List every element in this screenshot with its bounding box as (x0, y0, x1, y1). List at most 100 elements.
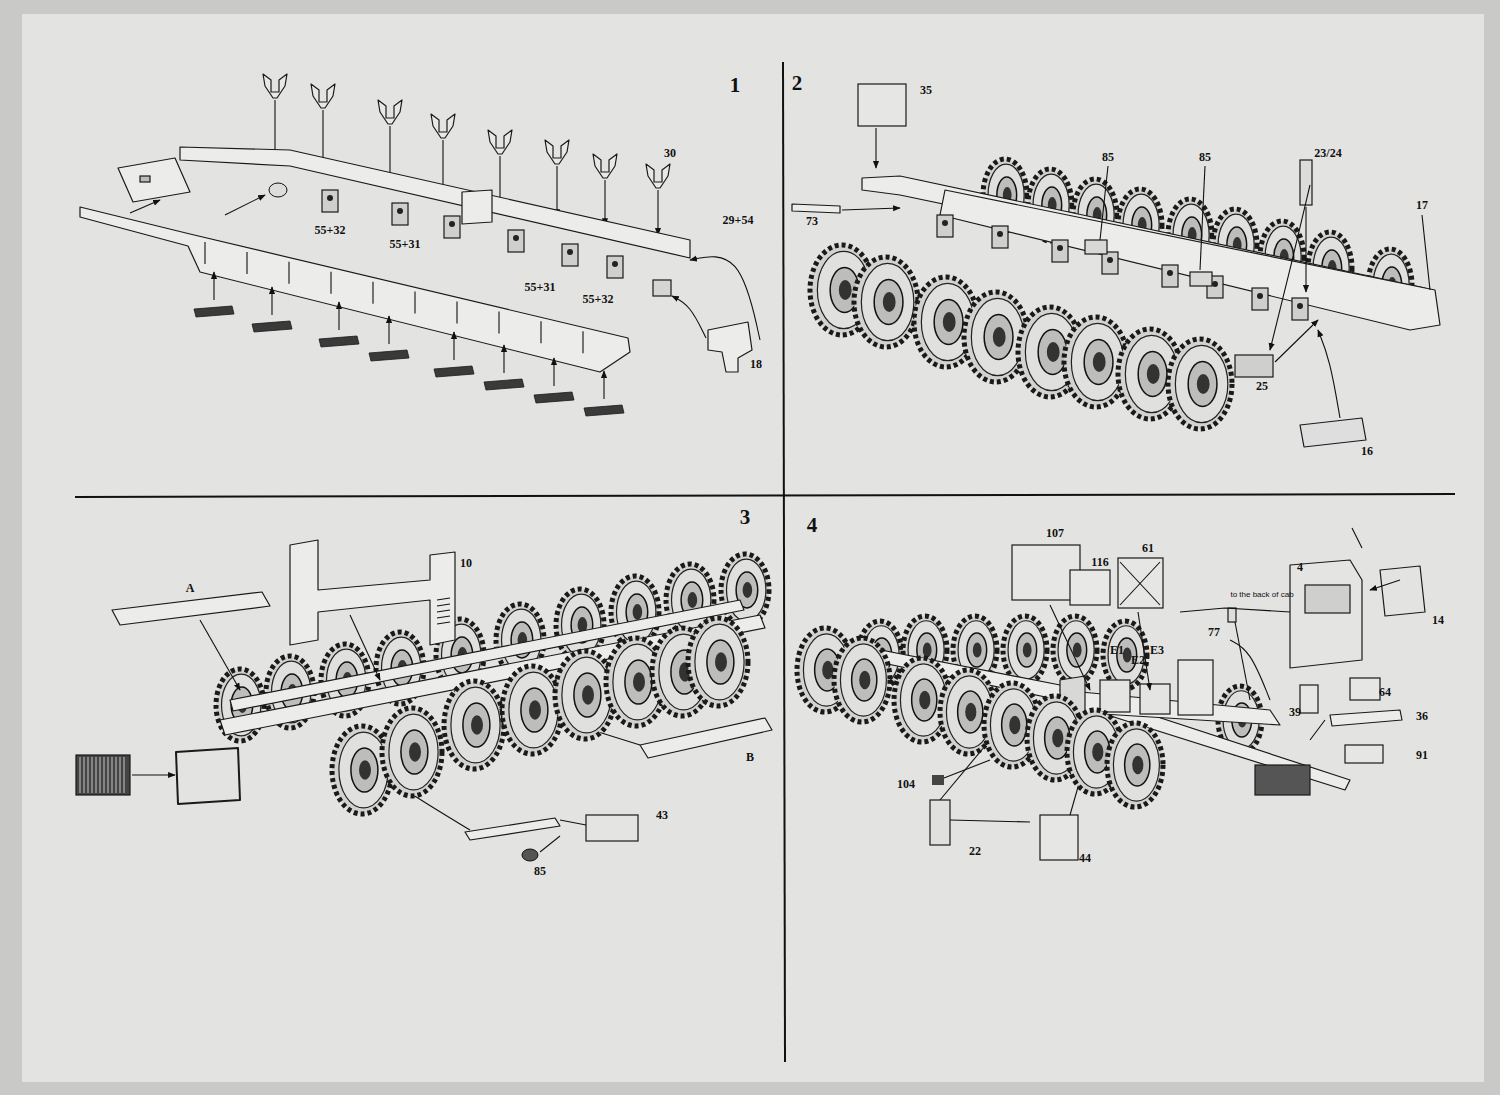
assembly-arrow (388, 316, 389, 344)
assembly-arrow (553, 358, 554, 386)
drawing (76, 74, 1440, 861)
tire-wall (1008, 621, 1044, 679)
assembly-arrow (1138, 612, 1150, 690)
callout-number: 29+54 (723, 214, 754, 226)
tire (1003, 616, 1047, 684)
tire (854, 257, 918, 347)
grille-line (437, 616, 450, 618)
rail-rib (540, 321, 541, 343)
bolt (1167, 270, 1173, 276)
tire-tread (688, 618, 748, 706)
wheel-hub (521, 688, 548, 732)
grille-part (76, 755, 130, 795)
hub-cap (1052, 729, 1063, 747)
equipment-box (1070, 570, 1110, 605)
callout-number: 23/24 (1314, 147, 1341, 159)
hub-cap (359, 760, 371, 779)
tire-wall (562, 657, 611, 733)
seat-part (1300, 685, 1318, 713)
tire-wall (1108, 626, 1144, 684)
suspension-unit (1102, 252, 1118, 274)
chassis-rail (80, 207, 630, 372)
assembly-arrow (132, 774, 175, 775)
hub-cap (743, 582, 753, 598)
callout-number: 55+31 (390, 238, 421, 250)
bolt (1212, 281, 1218, 287)
deck-plate-a (112, 592, 270, 625)
wheel-hub (401, 730, 428, 774)
spring-bracket (392, 203, 408, 225)
hub-cap (965, 703, 976, 721)
hub-cap (993, 327, 1006, 347)
tire (1107, 723, 1163, 807)
suspension-unit (1252, 288, 1268, 310)
bolt (397, 208, 403, 214)
suspension-unit (1292, 298, 1308, 320)
callout-number: A (186, 582, 195, 594)
grille-slat (123, 757, 124, 793)
assembly-arrow (338, 302, 339, 330)
spring-bracket (444, 216, 460, 238)
leader-line (1318, 330, 1340, 418)
plate-part (194, 306, 234, 317)
assembly-arrow (350, 615, 380, 680)
assembly-arrow (1305, 207, 1306, 292)
grille-part (1255, 765, 1310, 795)
leader-line (1230, 640, 1270, 700)
antenna-line (1352, 528, 1362, 548)
callout-number: 77 (1208, 626, 1220, 638)
tire-wall (861, 263, 913, 340)
spring-bracket (607, 256, 623, 278)
grille-slat (103, 757, 104, 793)
plate-part (484, 379, 524, 390)
callout-number: B (746, 751, 754, 763)
hub-cap (1092, 743, 1103, 761)
wheel-hub (707, 640, 734, 684)
bolt (1107, 257, 1113, 263)
hub-cap (688, 592, 698, 608)
tire (688, 618, 748, 706)
bracket-part (311, 84, 335, 108)
callout-number: 18 (750, 358, 762, 370)
plate-part (584, 405, 624, 416)
assembly-arrow (556, 166, 557, 216)
hub-cap (883, 292, 896, 312)
tire-tread (1168, 339, 1232, 429)
tire-wall (451, 687, 500, 763)
callout-number: 44 (1079, 852, 1091, 864)
callout-number: 64 (1379, 686, 1391, 698)
callout-number: 35 (920, 84, 932, 96)
leader-line (944, 760, 990, 778)
plate-part (319, 336, 359, 347)
hub-cap (715, 652, 727, 671)
cylinder-part (1300, 418, 1366, 447)
hub-cap (633, 672, 645, 691)
tire (382, 708, 442, 796)
bolt (942, 220, 948, 226)
step-part (792, 204, 840, 213)
cab-part (1290, 560, 1362, 668)
tire-wall (1058, 621, 1094, 679)
bracket-part (488, 130, 512, 154)
callout-number: 104 (897, 778, 915, 790)
rail-rib (456, 301, 457, 323)
cab-panel (1380, 566, 1425, 616)
hub-cap (919, 691, 930, 709)
wheel-hub (1045, 717, 1070, 759)
assembly-arrow (603, 371, 604, 399)
leader-line (560, 820, 586, 825)
cross-member (462, 190, 492, 224)
step-part (950, 820, 1030, 822)
leader-line (1235, 622, 1250, 700)
wheel-hub (625, 660, 652, 704)
callout-number: 17 (1416, 199, 1428, 211)
step-number: 2 (792, 73, 803, 94)
bracket-part (593, 154, 617, 178)
divider (75, 494, 1455, 497)
rail-rib (372, 282, 373, 304)
tire-wall (1113, 729, 1159, 801)
stair-part (930, 800, 950, 845)
lamp-part (522, 849, 538, 861)
leader-line (690, 257, 760, 340)
tire-tread (1107, 723, 1163, 807)
